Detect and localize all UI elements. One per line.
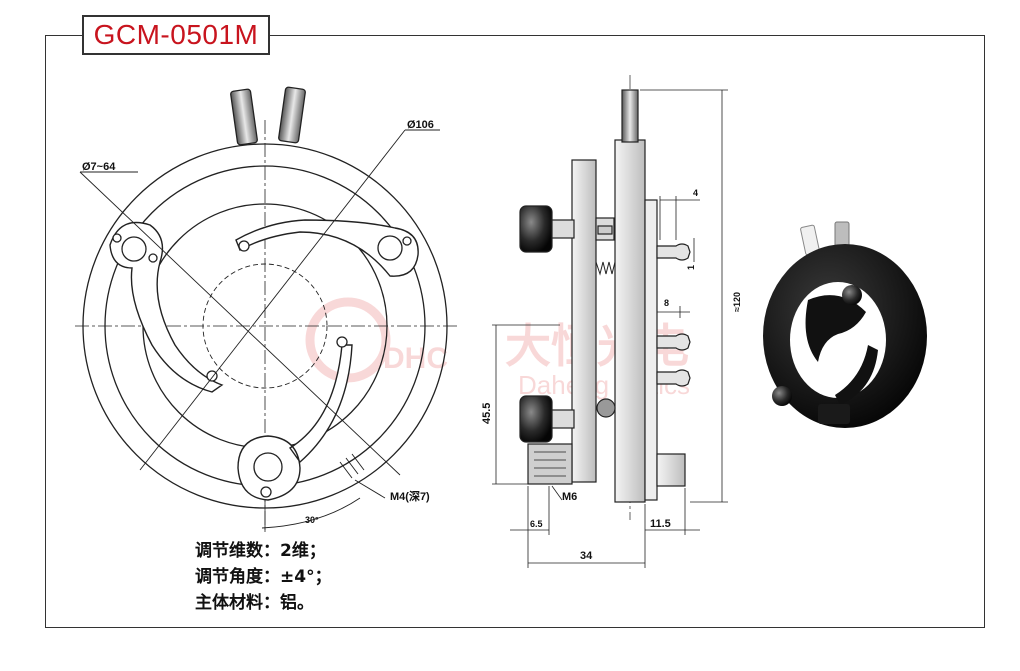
spec-adjust-dims: 调节维数：2维；: [195, 541, 326, 561]
top-post: [621, 89, 639, 143]
label-thread-m6: M6: [562, 491, 577, 503]
iris-blade-bottom: [237, 344, 353, 501]
photo-iris-blade-2: [835, 345, 878, 405]
label-offset-6-5: 6.5: [530, 519, 543, 529]
spec-material: 主体材料：铝。: [195, 593, 314, 613]
model-title: GCM-0501M: [82, 15, 270, 55]
label-small-4: 4: [693, 188, 698, 198]
top-pins: [230, 86, 306, 146]
label-screw-thread: M4(深7): [390, 489, 430, 503]
retaining-pins: [656, 243, 691, 387]
spring: [595, 261, 616, 276]
label-aperture-range: Ø7~64: [82, 161, 116, 173]
label-outer-diameter: Ø106: [407, 119, 434, 131]
photo-knob-bottom: [772, 386, 792, 406]
label-angle: 30°: [305, 515, 319, 525]
label-offset-11-5: 11.5: [650, 518, 671, 530]
iris-blade-left: [109, 221, 224, 393]
dimension-line-diameter-64: [79, 171, 401, 476]
label-pin-spacing-8: 8: [664, 298, 669, 308]
side-dimensions: [492, 89, 728, 568]
watermark-logo-letters: DHC: [383, 342, 448, 375]
spec-list: 调节维数：2维； 调节角度：±4°； 主体材料：铝。: [195, 538, 332, 616]
ball-contact: [596, 398, 616, 418]
front-view: [75, 86, 460, 532]
drawing-frame: [45, 35, 985, 628]
aperture-circle: [202, 263, 328, 389]
label-height-45-5: 45.5: [481, 403, 493, 424]
label-small-1: 1: [686, 265, 696, 270]
blade-holes: [112, 233, 412, 498]
m4-thread-marks: [339, 453, 386, 499]
spec-adjust-angle: 调节角度：±4°；: [195, 567, 332, 587]
m6-base-block: [527, 443, 573, 485]
ring-plate: [644, 199, 658, 501]
iris-blade-right: [235, 219, 419, 277]
front-screw: [597, 225, 613, 235]
right-stud: [656, 453, 686, 487]
watermark: DHC 大恒光电 Daheng Optics: [305, 297, 690, 400]
adjust-knob-lower[interactable]: [519, 395, 575, 443]
label-width-34: 34: [580, 550, 593, 562]
front-plate: [571, 159, 597, 483]
rear-plate: [614, 139, 646, 503]
angle-arc-30: [261, 497, 361, 529]
photo-base-block: [818, 404, 850, 424]
dimension-line-diameter-106: [139, 129, 406, 471]
side-view: [519, 75, 691, 520]
product-photo: [763, 221, 927, 428]
photo-iris-blade: [805, 295, 866, 362]
photo-knob-top: [842, 285, 862, 305]
m6-thread-lines: [534, 451, 566, 477]
label-height-120: ≈120: [732, 292, 742, 312]
